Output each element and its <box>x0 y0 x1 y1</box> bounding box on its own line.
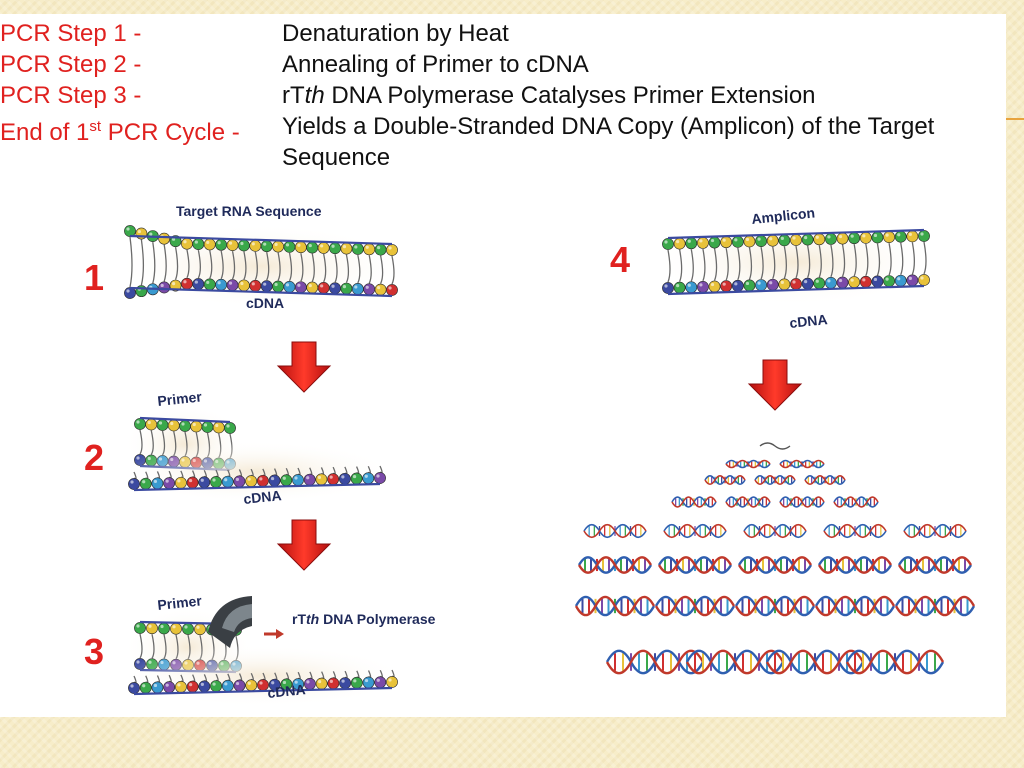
panel-3-cdna-label: cDNA <box>267 681 307 701</box>
panel-2-number: 2 <box>84 437 104 478</box>
amplification-row <box>671 496 879 508</box>
panel-3-polymerase-label: rTth DNA Polymerase <box>292 611 436 627</box>
panel-3-number: 3 <box>84 631 104 672</box>
dna-helix <box>804 475 846 485</box>
dna-helix <box>765 649 865 675</box>
step-3-description: rTth DNA Polymerase Catalyses Primer Ext… <box>282 80 816 111</box>
legend-row-step-1: PCR Step 1 - Denaturation by Heat <box>0 18 1000 49</box>
polymerase-label-pre: rT <box>292 611 306 627</box>
step-1-description: Denaturation by Heat <box>282 20 509 47</box>
polymerase-label-post: DNA Polymerase <box>319 611 435 627</box>
dna-helix <box>823 523 887 539</box>
dna-helix <box>754 475 796 485</box>
dna-helix <box>779 459 825 469</box>
panel-1-number: 1 <box>84 257 104 298</box>
dna-helix <box>704 475 746 485</box>
cycle-end-label-pre: End of 1 <box>0 119 90 146</box>
dna-helix <box>663 523 727 539</box>
dna-helix <box>779 496 825 508</box>
dna-helix <box>725 496 771 508</box>
step-1-label: PCR Step 1 - <box>0 20 142 47</box>
amplification-row <box>725 459 825 469</box>
amplification-row <box>574 595 976 617</box>
panel-2-cdna-label: cDNA <box>243 487 283 507</box>
arrow-step-1-to-2 <box>276 341 332 393</box>
amplification-row <box>704 475 846 485</box>
panel-2-cdna-strand <box>118 441 396 503</box>
step-2-description: Annealing of Primer to cDNA <box>282 51 589 78</box>
amplification-cascade <box>574 442 976 675</box>
panel-4-amplicon-label: Amplicon <box>751 204 816 227</box>
panel-4-cdna-label: cDNA <box>789 311 829 331</box>
legend-row-step-3: PCR Step 3 - rTth DNA Polymerase Catalys… <box>0 80 1000 111</box>
step-3-desc-post: DNA Polymerase Catalyses Primer Extensio… <box>324 82 816 109</box>
panel-1-cdna-label: cDNA <box>246 295 284 311</box>
amplification-row <box>759 442 791 450</box>
polymerase-label-italic: th <box>306 611 319 627</box>
dna-helix <box>671 496 717 508</box>
dna-helix <box>759 442 791 450</box>
dna-helix <box>657 556 733 574</box>
panel-2-primer-label: Primer <box>157 388 203 409</box>
process-arrows <box>276 341 803 571</box>
arrow-step-2-to-3 <box>276 519 332 571</box>
dna-helix <box>654 595 736 617</box>
pcr-figure: 1 2 3 4 Target RNA Sequence cDNA Primer … <box>0 14 1006 717</box>
panel-3-cdna-strand <box>118 645 408 707</box>
dna-helix <box>903 523 967 539</box>
amplification-row <box>583 523 967 539</box>
accent-rule <box>1000 118 1024 120</box>
slide: PCR Step 1 - Denaturation by Heat PCR St… <box>0 14 1006 717</box>
panel-4-number: 4 <box>610 239 630 280</box>
dna-helix <box>743 523 807 539</box>
pcr-diagram: 1 2 3 4 Target RNA Sequence cDNA Primer … <box>84 203 976 707</box>
dna-helix <box>725 459 771 469</box>
panel-3-primer-label: Primer <box>157 592 203 613</box>
dna-helix <box>737 556 813 574</box>
legend-row-cycle-end: End of 1st PCR Cycle - Yields a Double-S… <box>0 111 1000 175</box>
step-3-desc-italic: th <box>304 82 325 109</box>
dna-helix <box>577 556 653 574</box>
dna-helix <box>605 649 705 675</box>
dna-helix <box>894 595 976 617</box>
legend-row-step-2: PCR Step 2 - Annealing of Primer to cDNA <box>0 49 1000 80</box>
dna-helix <box>817 556 893 574</box>
dna-helix <box>685 649 785 675</box>
dna-helix <box>897 556 973 574</box>
amplification-row <box>577 556 973 574</box>
dna-helix <box>583 523 647 539</box>
panel-4-amplicon-strand <box>652 218 940 306</box>
step-2-label: PCR Step 2 - <box>0 51 142 78</box>
dna-helix <box>814 595 896 617</box>
amplification-row <box>605 649 945 675</box>
dna-helix <box>734 595 816 617</box>
cycle-end-label-post: PCR Cycle - <box>101 119 240 146</box>
dna-helix <box>574 595 656 617</box>
step-3-label: PCR Step 3 - <box>0 82 142 109</box>
arrow-amplicon-to-cascade <box>747 359 803 411</box>
dna-strands <box>114 218 940 707</box>
cycle-end-label-sup: st <box>89 118 102 135</box>
cycle-end-description: Yields a Double-Stranded DNA Copy (Ampli… <box>282 113 935 171</box>
cycle-end-label: End of 1st PCR Cycle - <box>0 111 240 148</box>
dna-helix <box>833 496 879 508</box>
panel-1-hybrid-strand <box>114 224 408 308</box>
dna-helix <box>845 649 945 675</box>
panel-1-target-rna-label: Target RNA Sequence <box>176 203 322 219</box>
step-3-desc-pre: rT <box>282 82 305 109</box>
step-legend: PCR Step 1 - Denaturation by Heat PCR St… <box>0 18 1000 175</box>
polymerase-enzyme <box>208 596 284 648</box>
